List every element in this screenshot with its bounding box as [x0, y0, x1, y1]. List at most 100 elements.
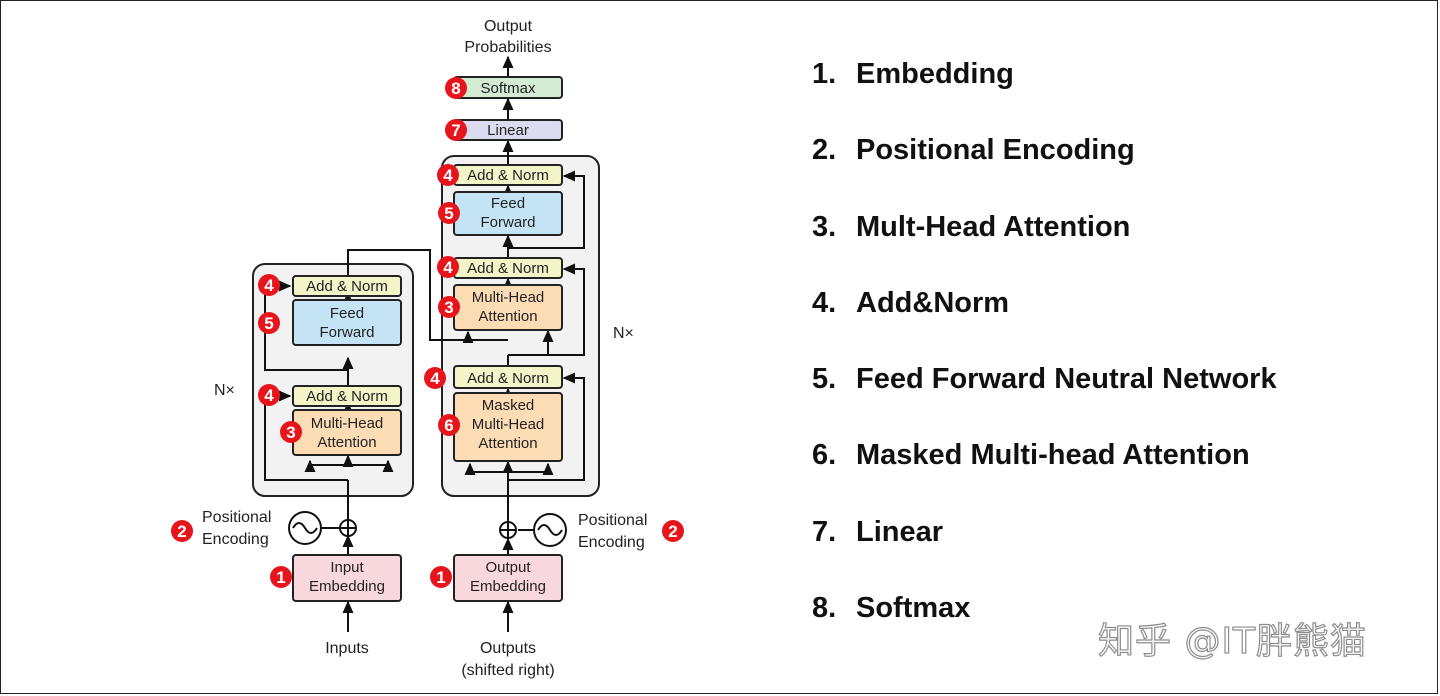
- legend-number: 1.: [812, 58, 837, 90]
- marker-1: 1: [430, 566, 452, 588]
- svg-text:5: 5: [264, 314, 273, 333]
- encoder-positional-line2: Encoding: [202, 531, 269, 548]
- legend-number: 6.: [812, 439, 837, 472]
- decoder-add-norm-1: [453, 365, 563, 389]
- masked-line2: Multi-Head: [472, 416, 545, 433]
- svg-text:1: 1: [436, 568, 445, 587]
- legend-text: Mult-Head Attention: [856, 210, 1131, 243]
- svg-text:2: 2: [668, 522, 677, 541]
- marker-8: 8: [445, 77, 467, 99]
- encoder-ff-line1: Feed: [330, 305, 364, 322]
- output-probabilities-line2: Probabilities: [464, 39, 551, 56]
- number-markers: 8 7 4 5 4 3 4 6 1 2 4 5 4 3 2 1: [171, 77, 684, 588]
- legend-number: 3.: [812, 210, 837, 243]
- input-embedding-block: [292, 554, 402, 602]
- encoder-feed-forward: [292, 299, 402, 346]
- decoder-add-norm-3-label: Add & Norm: [467, 167, 549, 184]
- input-embedding-line1: Input: [330, 559, 364, 576]
- output-embedding-line2: Embedding: [470, 578, 546, 595]
- encoder-add-norm-2-label: Add & Norm: [306, 278, 388, 295]
- marker-4: 4: [258, 384, 280, 406]
- svg-text:7: 7: [451, 121, 460, 140]
- masked-line1: Masked: [482, 397, 535, 414]
- encoder-positional-encoding: [288, 511, 357, 545]
- legend-item: 8. Softmax: [812, 592, 1277, 668]
- legend-item: 6. Masked Multi-head Attention: [812, 439, 1277, 515]
- legend-text: Embedding: [856, 58, 1014, 90]
- marker-5: 5: [438, 202, 460, 224]
- encoder-ff-line2: Forward: [319, 324, 374, 341]
- decoder-positional-encoding: [499, 513, 567, 547]
- encoder-positional-line1: Positional: [202, 509, 271, 526]
- legend-number: 2.: [812, 134, 837, 167]
- encoder-add-norm-2: [292, 275, 402, 297]
- decoder-nx-label: N×: [613, 325, 634, 342]
- svg-text:3: 3: [444, 298, 453, 317]
- decoder-add-norm-1-label: Add & Norm: [467, 370, 549, 387]
- svg-text:4: 4: [443, 258, 453, 277]
- marker-4: 4: [258, 274, 280, 296]
- legend-item: 7. Linear: [812, 516, 1277, 592]
- legend-number: 8.: [812, 592, 837, 625]
- legend-item: 5. Feed Forward Neutral Network: [812, 363, 1277, 439]
- encoder-mha-line2: Attention: [317, 434, 376, 451]
- encoder-mha-line1: Multi-Head: [311, 415, 384, 432]
- legend-text: Add&Norm: [856, 286, 1010, 319]
- linear-label: Linear: [487, 122, 529, 139]
- legend-text: Feed Forward Neutral Network: [856, 363, 1277, 396]
- svg-text:4: 4: [264, 386, 274, 405]
- marker-7: 7: [445, 119, 467, 141]
- input-embedding-line2: Embedding: [309, 578, 385, 595]
- outputs-label: Outputs: [480, 640, 536, 657]
- output-probabilities-line1: Output: [484, 18, 533, 35]
- decoder-mha-line1: Multi-Head: [472, 289, 545, 306]
- svg-text:4: 4: [430, 369, 440, 388]
- marker-2: 2: [662, 520, 684, 542]
- masked-line3: Attention: [478, 435, 537, 452]
- marker-4: 4: [437, 164, 459, 186]
- svg-text:3: 3: [286, 423, 295, 442]
- component-legend: 1. Embedding 2. Positional Encoding 3. Mult…: [812, 58, 1277, 668]
- svg-text:5: 5: [444, 204, 453, 223]
- output-embedding-line1: Output: [485, 559, 531, 576]
- svg-text:6: 6: [444, 416, 453, 435]
- decoder-mha-line2: Attention: [478, 308, 537, 325]
- marker-3: 3: [438, 296, 460, 318]
- marker-2: 2: [171, 520, 193, 542]
- legend-number: 4.: [812, 286, 837, 319]
- inputs-label: Inputs: [325, 640, 369, 657]
- decoder-add-norm-2-label: Add & Norm: [467, 260, 549, 277]
- marker-1: 1: [270, 566, 292, 588]
- decoder-positional-line1: Positional: [578, 512, 647, 529]
- decoder-ff-line1: Feed: [491, 195, 525, 212]
- legend-number: 7.: [812, 515, 837, 548]
- marker-4: 4: [424, 367, 446, 389]
- legend-item: 1. Embedding: [812, 58, 1277, 134]
- marker-3: 3: [280, 421, 302, 443]
- svg-text:2: 2: [177, 522, 186, 541]
- svg-text:8: 8: [451, 79, 460, 98]
- output-embedding-block: [453, 554, 563, 602]
- decoder-positional-line2: Encoding: [578, 534, 645, 551]
- marker-5: 5: [258, 312, 280, 334]
- softmax-label: Softmax: [480, 80, 536, 97]
- marker-4: 4: [437, 256, 459, 278]
- legend-text: Positional Encoding: [856, 134, 1135, 167]
- legend-number: 5.: [812, 363, 837, 396]
- legend-item: 2. Positional Encoding: [812, 134, 1277, 210]
- shifted-right-label: (shifted right): [461, 662, 554, 679]
- encoder-add-norm-1-label: Add & Norm: [306, 388, 388, 405]
- legend-text: Linear: [856, 515, 944, 548]
- encoder-add-norm-1: [292, 385, 402, 407]
- svg-text:4: 4: [264, 276, 274, 295]
- legend-text: Softmax: [856, 592, 971, 625]
- legend-item: 4. Add&Norm: [812, 287, 1277, 363]
- decoder-ff-line2: Forward: [480, 214, 535, 231]
- legend-text: Masked Multi-head Attention: [856, 439, 1250, 472]
- watermark: 知乎 @IT胖熊猫: [1097, 620, 1368, 662]
- encoder-nx-label: N×: [214, 382, 235, 399]
- svg-text:1: 1: [276, 568, 285, 587]
- svg-text:4: 4: [443, 166, 453, 185]
